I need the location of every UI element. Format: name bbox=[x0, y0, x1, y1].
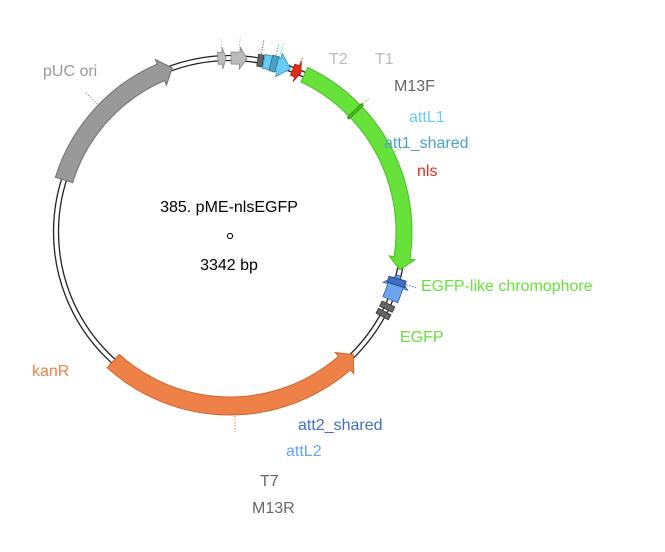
puc-ori-arrow[interactable] bbox=[54, 58, 173, 184]
kanr-arrow[interactable] bbox=[106, 351, 355, 416]
att1-shared-mark[interactable] bbox=[268, 54, 280, 73]
m13r-label: M13R bbox=[252, 500, 295, 517]
attl1-leader bbox=[279, 43, 284, 57]
egfp-chromophore-label: EGFP-like chromophore bbox=[421, 278, 593, 295]
att2-shared-leader bbox=[406, 284, 417, 289]
egfp-chromophore-mark[interactable] bbox=[346, 102, 365, 120]
puc-ori-leader bbox=[84, 91, 98, 105]
egfp-chromophore-leader bbox=[362, 97, 371, 105]
t7-label: T7 bbox=[260, 473, 279, 490]
attl2-label: attL2 bbox=[286, 443, 322, 460]
att1-shared-label: att1_shared bbox=[384, 135, 469, 152]
m13f-label: M13F bbox=[394, 78, 435, 95]
puc-ori-label: pUC ori bbox=[43, 63, 97, 80]
m13f-leader bbox=[260, 38, 265, 54]
attl1-label: attL1 bbox=[409, 109, 445, 126]
t7-promoter-mark[interactable] bbox=[379, 300, 396, 313]
att2-shared-label: att2_shared bbox=[298, 417, 383, 434]
t1-label: T1 bbox=[375, 51, 394, 68]
t2-leader bbox=[220, 38, 223, 52]
nls-arrow[interactable] bbox=[290, 61, 302, 82]
egfp-leader bbox=[394, 144, 409, 153]
t2-label: T2 bbox=[329, 51, 348, 68]
center-marker bbox=[226, 232, 234, 240]
att1-shared-leader bbox=[275, 44, 280, 56]
m13f-primer-mark[interactable] bbox=[256, 53, 265, 68]
att2-shared-mark[interactable] bbox=[386, 275, 407, 289]
plasmid-name: 385. pME-nlsEGFP bbox=[160, 199, 298, 216]
t1-terminator-arrow[interactable] bbox=[230, 45, 248, 71]
nls-label: nls bbox=[417, 163, 437, 180]
m13r-primer-mark[interactable] bbox=[375, 307, 392, 321]
t2-terminator-arrow[interactable] bbox=[217, 47, 227, 70]
kanr-label: kanR bbox=[32, 363, 69, 380]
egfp-label: EGFP bbox=[400, 329, 444, 346]
t1-leader bbox=[238, 36, 241, 52]
plasmid-length: 3342 bp bbox=[200, 257, 258, 274]
egfp-arrow[interactable] bbox=[300, 66, 417, 271]
